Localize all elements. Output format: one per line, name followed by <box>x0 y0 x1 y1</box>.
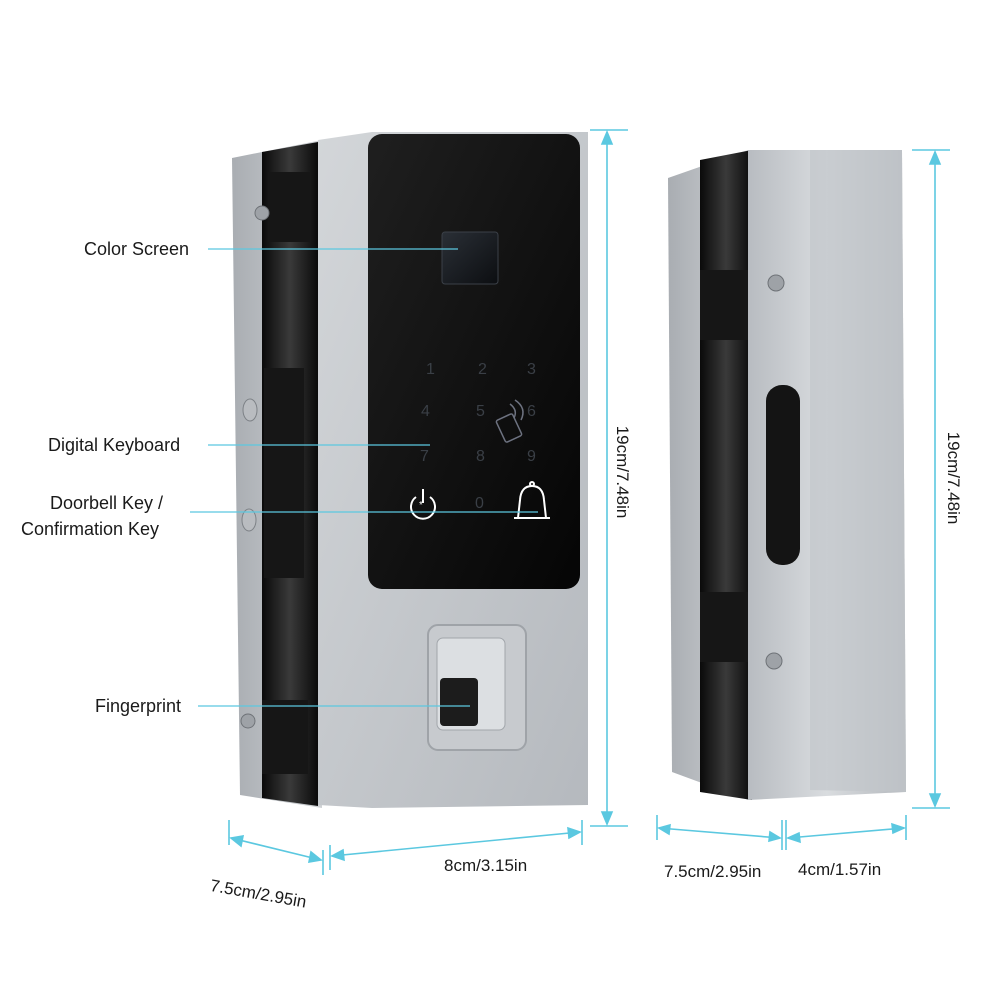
color-screen <box>441 231 499 285</box>
key-9[interactable]: 9 <box>527 448 536 465</box>
label-color-screen: Color Screen <box>84 239 190 259</box>
dimension-lines <box>228 129 950 875</box>
key-0[interactable]: 0 <box>475 495 484 512</box>
key-5[interactable]: 5 <box>476 403 485 420</box>
screw-top <box>254 205 270 221</box>
callout-lines <box>190 248 538 707</box>
keypad-panel <box>368 134 580 589</box>
dim-front-height: 19cm/7.48in <box>613 425 632 519</box>
front-lock <box>232 132 588 808</box>
doorbell-icon[interactable] <box>514 481 550 519</box>
side-clamp-top <box>700 270 748 340</box>
key-4[interactable]: 4 <box>421 403 430 420</box>
label-doorbell-key: Doorbell Key / <box>50 493 164 513</box>
dim-side-height: 19cm/7.48in <box>944 431 963 525</box>
dim-side-width: 4cm/1.57in <box>798 860 882 879</box>
screw-middle-2 <box>241 508 257 532</box>
clamp-middle <box>264 368 304 578</box>
side-lock <box>668 150 906 800</box>
svg-text:*: * <box>419 500 423 511</box>
screw-middle-1 <box>242 398 258 422</box>
clamp-bottom <box>262 700 308 774</box>
side-clamp-bottom <box>700 592 748 662</box>
dim-side-depth: 7.5cm/2.95in <box>664 862 762 881</box>
fingerprint-sensor <box>440 678 478 726</box>
dim-front-width: 8cm/3.15in <box>444 856 528 875</box>
label-fingerprint: Fingerprint <box>95 696 182 716</box>
side-lock-slot <box>766 385 800 565</box>
side-screw-top <box>767 274 785 292</box>
side-lock-front-bevel <box>810 150 906 792</box>
side-lock-glass-channel <box>700 150 752 800</box>
clamp-top <box>268 172 310 242</box>
card-reader-icon <box>495 399 524 443</box>
key-6[interactable]: 6 <box>527 403 536 420</box>
screw-bottom <box>240 713 256 729</box>
side-screw-bottom <box>765 652 783 670</box>
keypad-keys: 1 2 3 4 5 6 7 8 9 0 <box>420 361 536 512</box>
confirmation-key-icon[interactable]: * <box>410 489 436 520</box>
key-1[interactable]: 1 <box>426 361 435 378</box>
key-8[interactable]: 8 <box>476 448 485 465</box>
key-3[interactable]: 3 <box>527 361 536 378</box>
label-confirmation-key: Confirmation Key <box>21 519 160 539</box>
label-digital-keyboard: Digital Keyboard <box>48 435 181 455</box>
key-2[interactable]: 2 <box>478 361 487 378</box>
key-7[interactable]: 7 <box>420 448 429 465</box>
